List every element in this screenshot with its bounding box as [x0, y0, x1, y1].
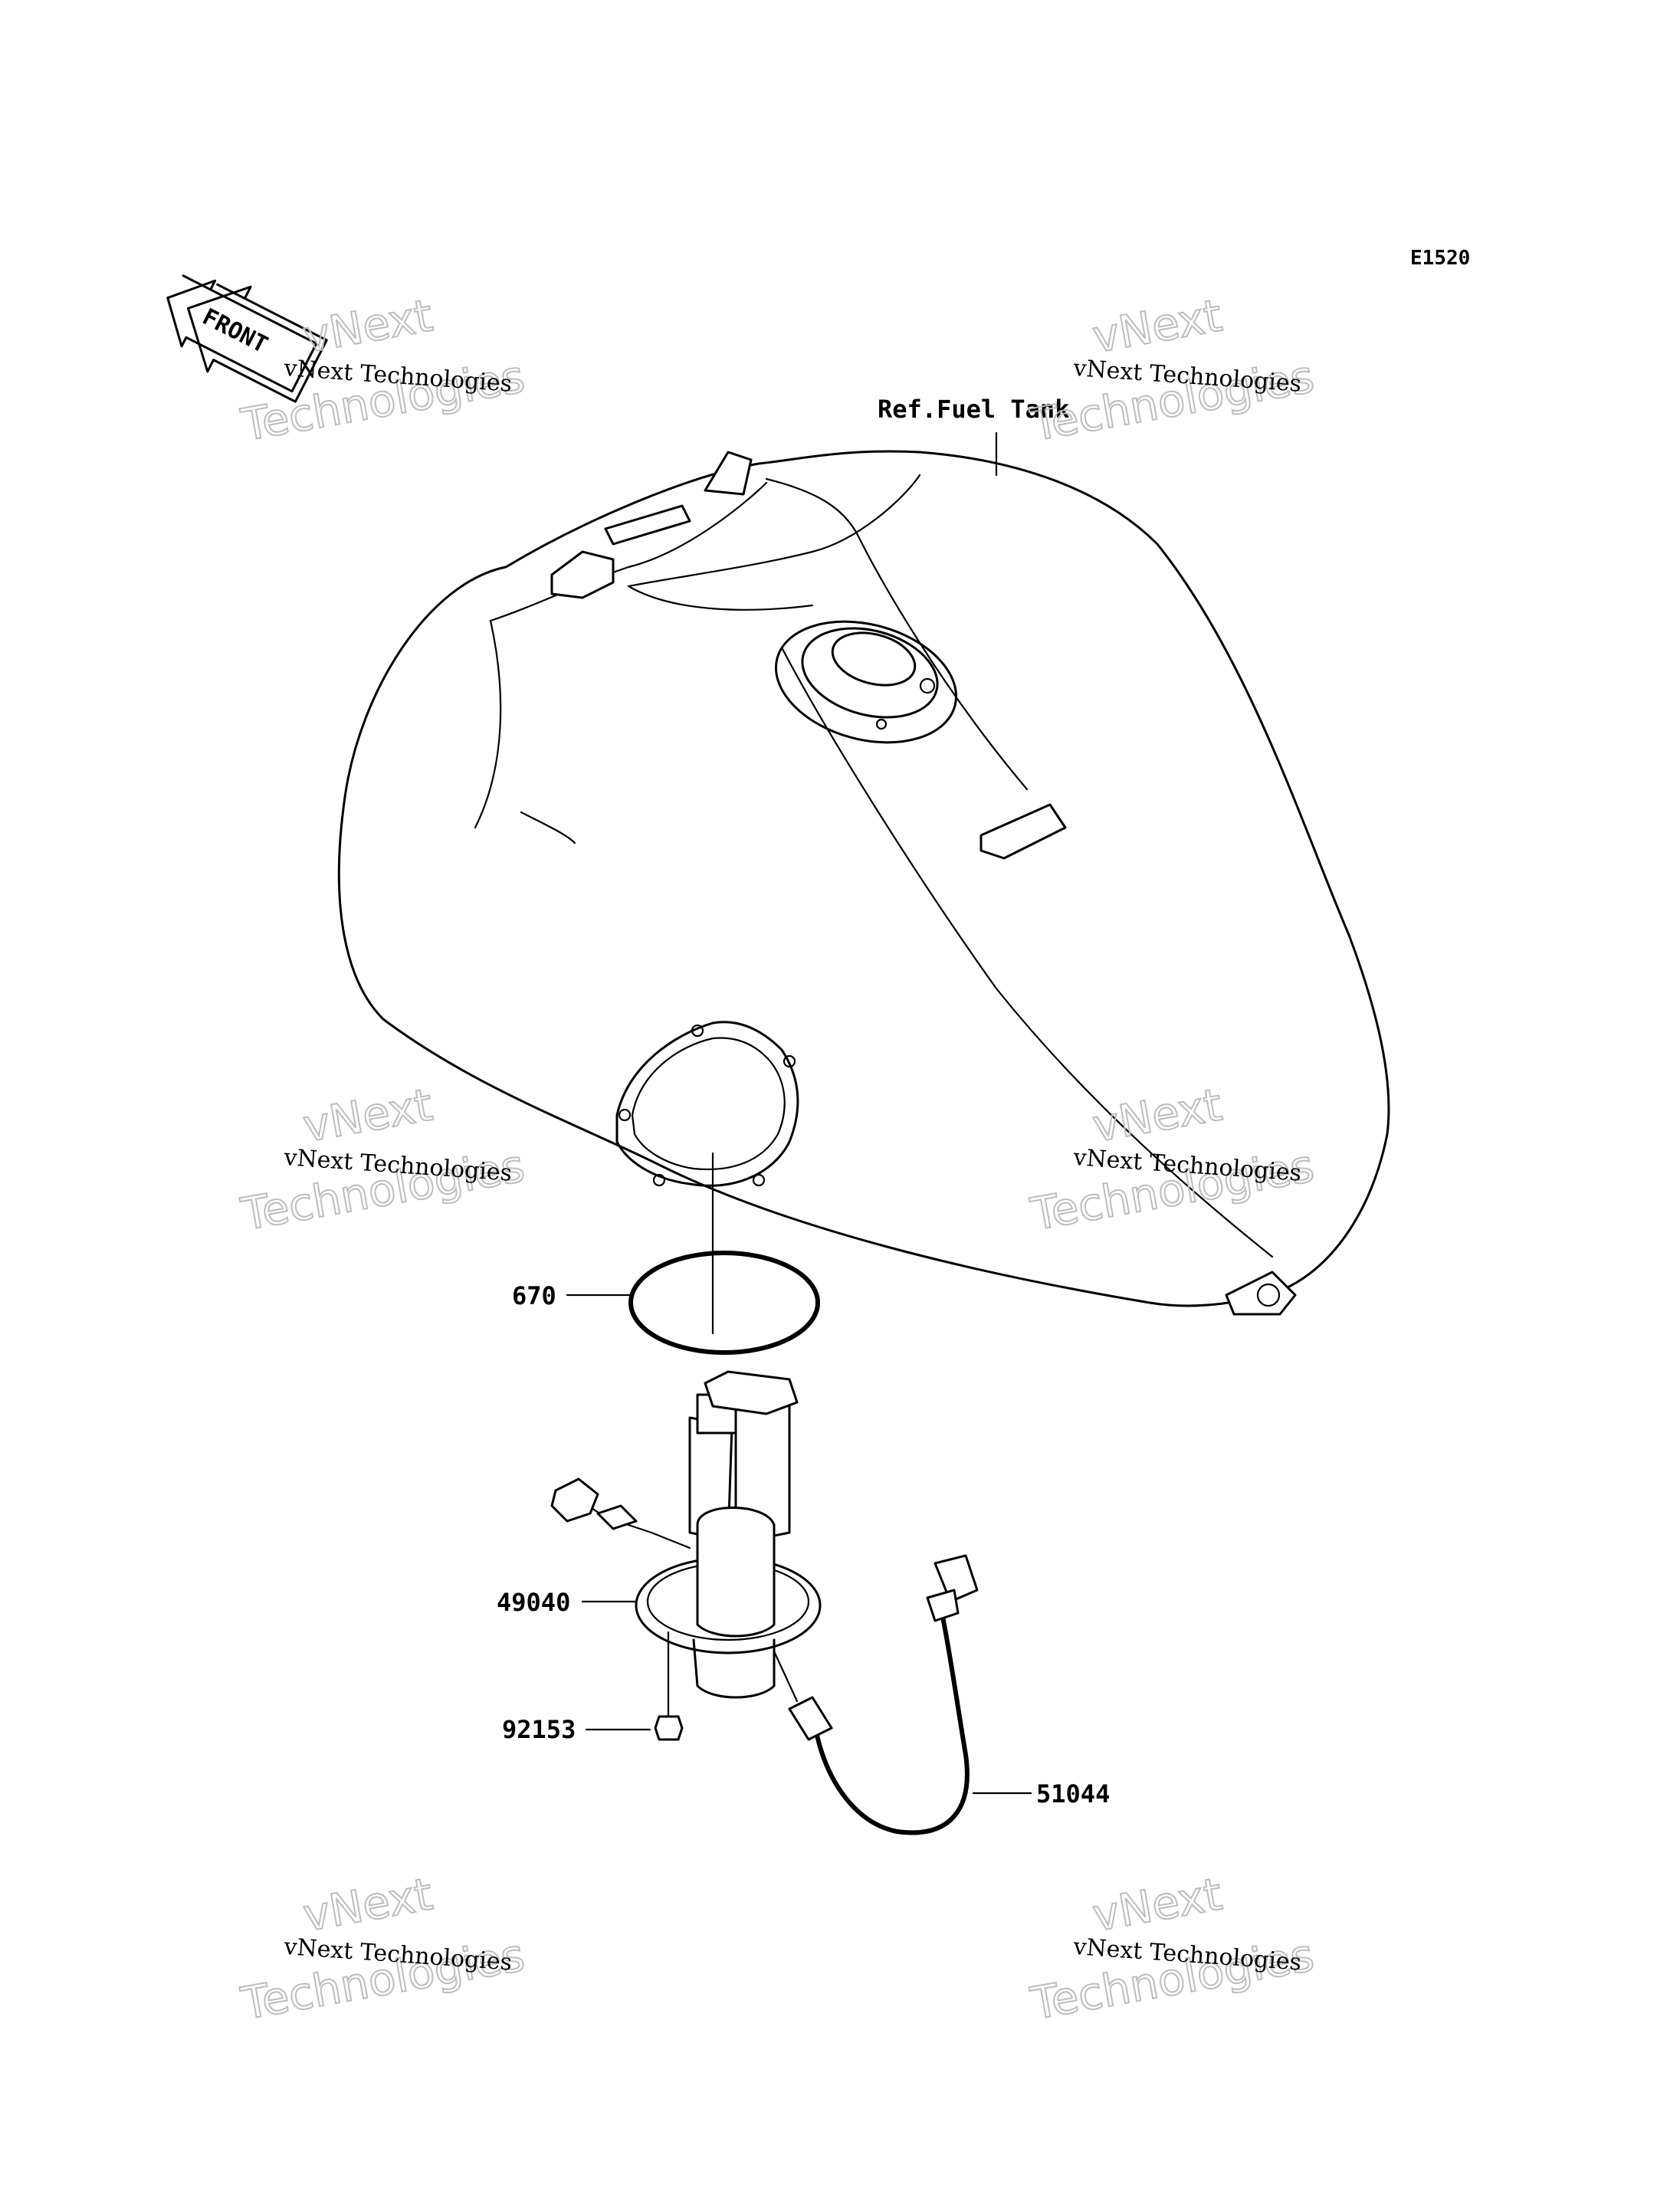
svg-text:vNext: vNext [300, 1078, 437, 1152]
part-number-49040: 49040 [497, 1588, 570, 1617]
fuel-hose-51044-drawing [773, 1554, 979, 1835]
svg-text:vNext: vNext [1089, 1867, 1226, 1941]
part-number-92153: 92153 [502, 1715, 576, 1744]
watermark-bottom-right: vNext Technologies vNext Technologies [1026, 1867, 1319, 2031]
svg-text:vNext: vNext [300, 289, 437, 362]
fuel-tank-drawing [337, 431, 1390, 1316]
watermark-middle-left: vNext Technologies vNext Technologies [237, 1077, 530, 1241]
ref-fuel-tank-label: Ref.Fuel Tank [878, 395, 1069, 424]
svg-text:vNext: vNext [300, 1867, 437, 1941]
bolt-92153-drawing [654, 1631, 684, 1741]
part-number-51044: 51044 [1036, 1779, 1110, 1808]
watermark-bottom-left: vNext Technologies vNext Technologies [237, 1867, 530, 2031]
svg-text:vNext: vNext [1089, 1078, 1226, 1152]
front-arrow-icon [166, 274, 328, 403]
watermark-middle-right: vNext Technologies vNext Technologies [1026, 1077, 1319, 1241]
diagram-code: E1520 [1410, 247, 1470, 270]
watermark-top-right: vNext Technologies vNext Technologies [1026, 288, 1319, 452]
svg-text:vNext: vNext [1089, 289, 1226, 362]
o-ring-670 [628, 1251, 820, 1355]
part-number-670: 670 [512, 1281, 556, 1310]
fuel-pump-drawing [550, 1370, 822, 1699]
